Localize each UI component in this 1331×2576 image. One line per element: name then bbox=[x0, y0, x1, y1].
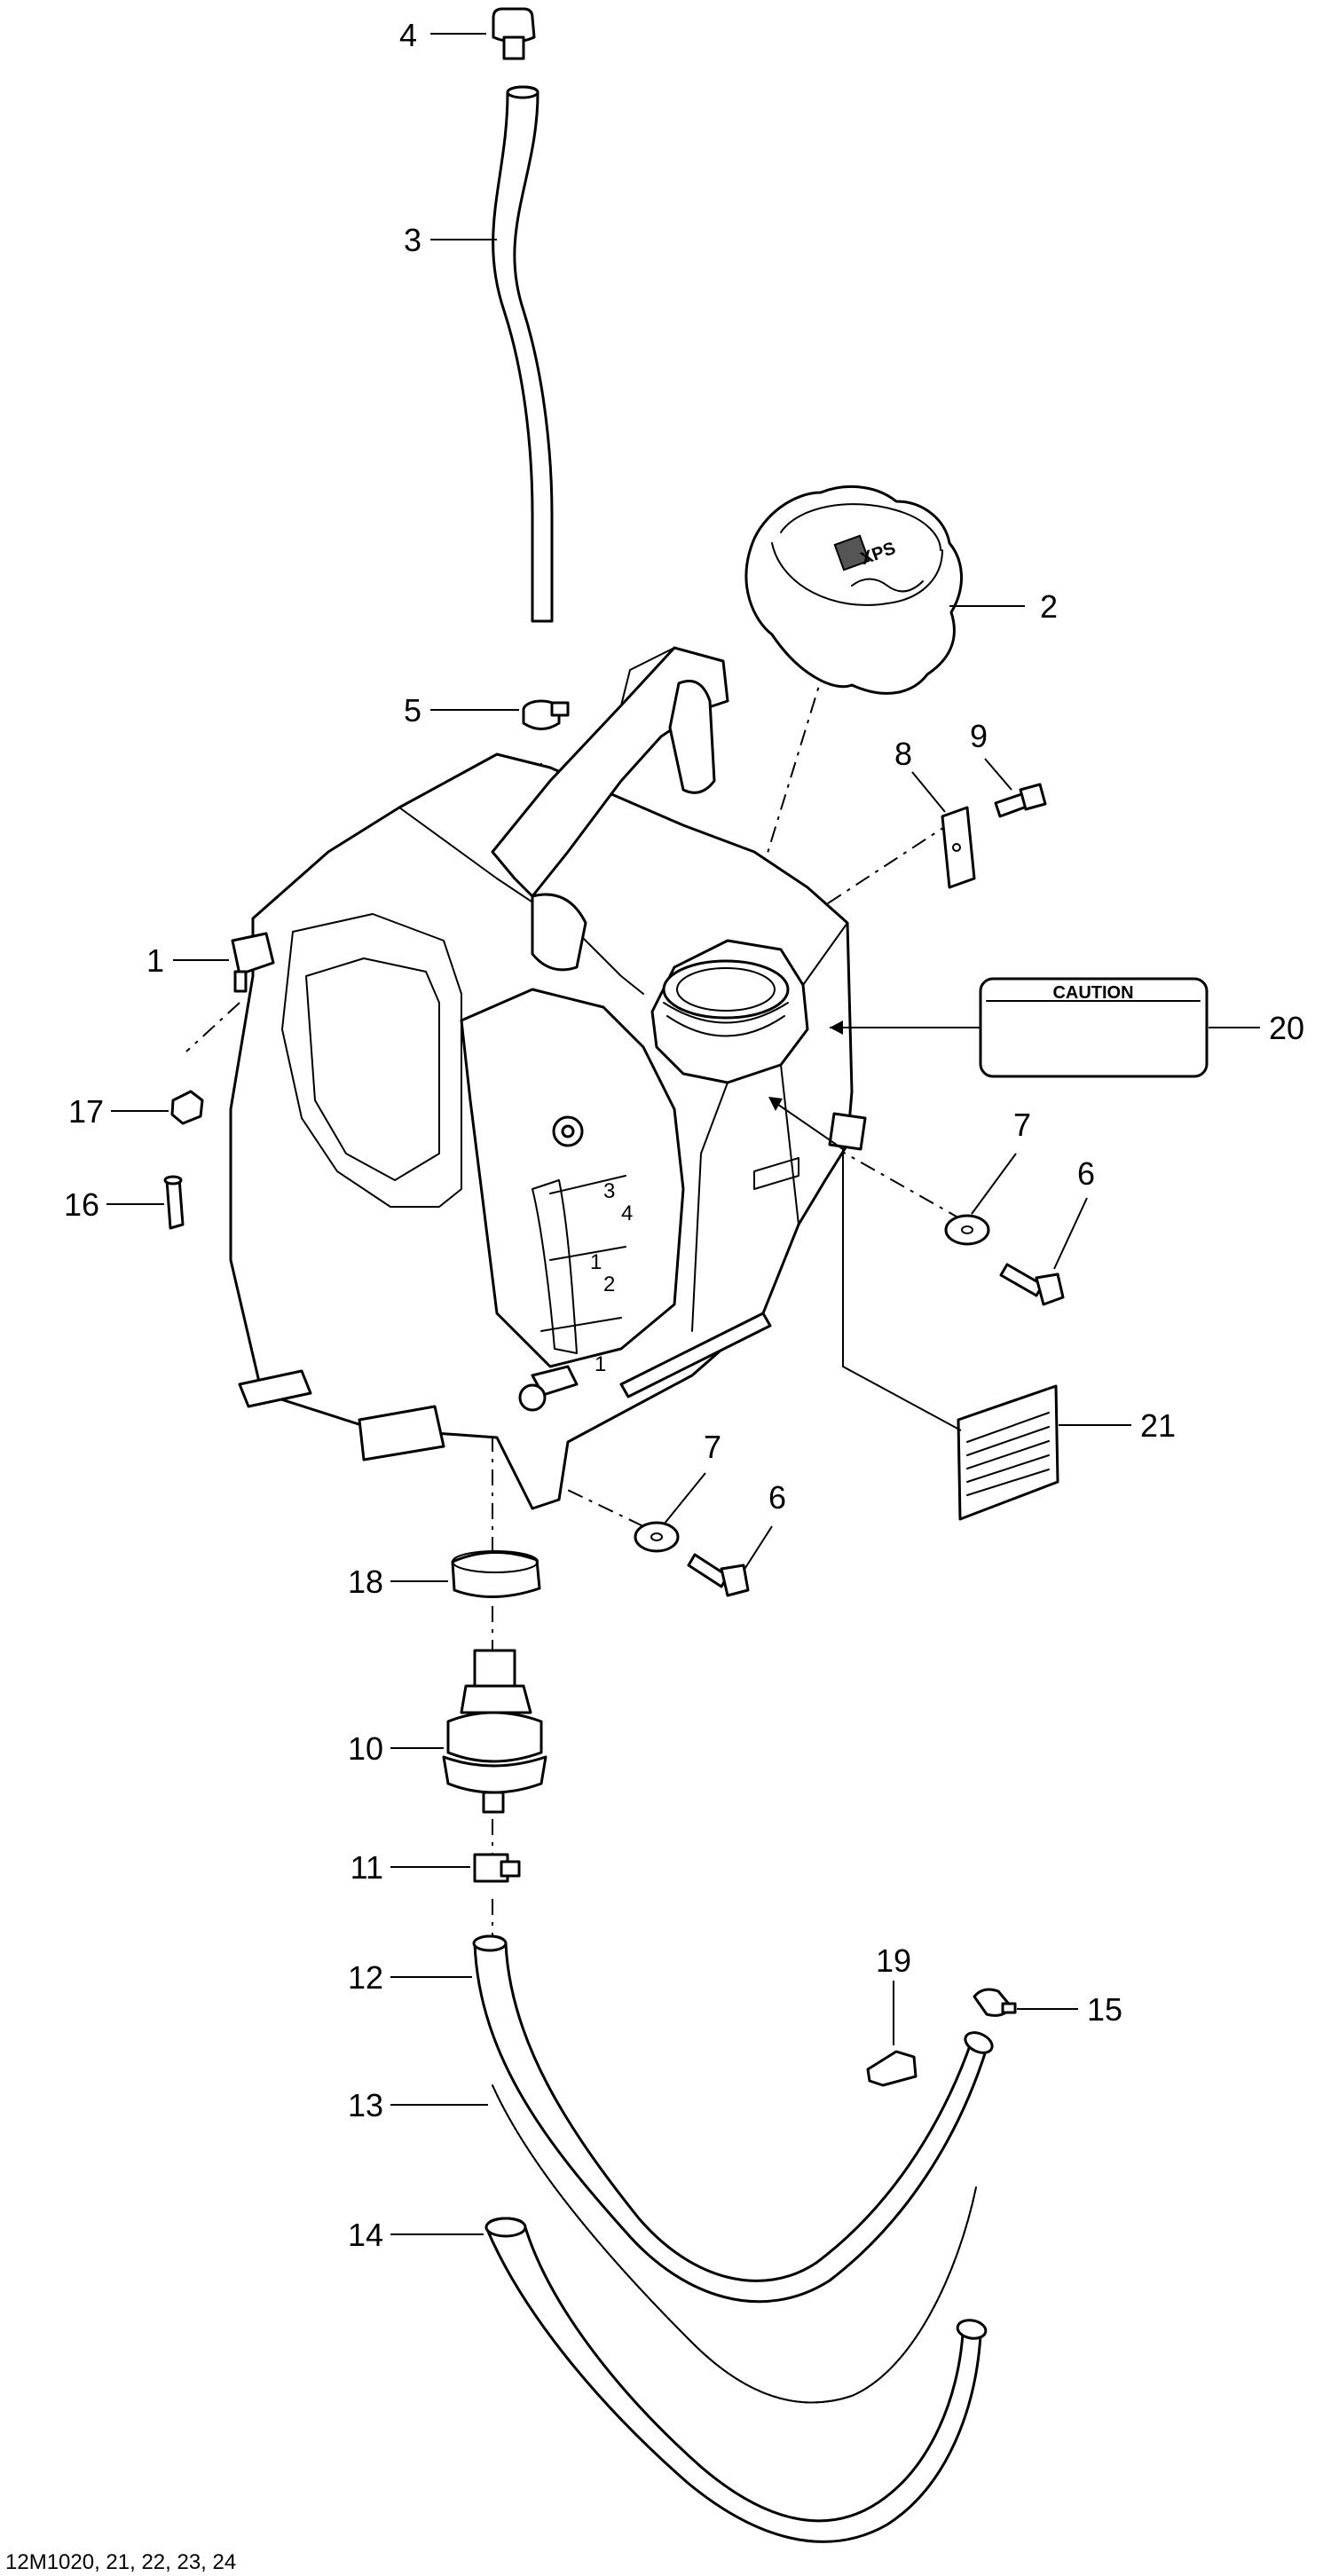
callout-18: 18 bbox=[348, 1564, 383, 1600]
fitting-16-part bbox=[163, 1175, 185, 1230]
callout-16: 16 bbox=[64, 1186, 99, 1223]
clamp-11-part bbox=[473, 1853, 521, 1883]
callout-12: 12 bbox=[348, 1959, 383, 1996]
callout-7-lower: 7 bbox=[704, 1429, 721, 1465]
callout-3: 3 bbox=[404, 222, 421, 258]
valve-10-part bbox=[442, 1649, 547, 1814]
nut-17-part bbox=[170, 1090, 204, 1125]
screw-9-part bbox=[994, 783, 1047, 818]
callout-4: 4 bbox=[399, 17, 417, 53]
warning-label-part bbox=[957, 1384, 1059, 1521]
vent-hose-part bbox=[492, 85, 554, 623]
callout-8: 8 bbox=[894, 736, 912, 772]
plate-8-part bbox=[941, 806, 976, 889]
callout-1: 1 bbox=[146, 942, 164, 979]
callout-19: 19 bbox=[876, 1942, 911, 1979]
hose-12-part bbox=[472, 1934, 994, 2304]
washer-7-lower-part bbox=[634, 1521, 680, 1553]
oil-tank-part: 3 4 1 2 1 bbox=[229, 646, 867, 1510]
callout-2: 2 bbox=[1040, 588, 1058, 625]
callout-10: 10 bbox=[348, 1730, 383, 1767]
callout-13: 13 bbox=[348, 2087, 383, 2123]
bolt-6-upper-part bbox=[999, 1263, 1065, 1306]
svg-text:1: 1 bbox=[590, 1250, 602, 1274]
callout-11: 11 bbox=[350, 1849, 383, 1886]
callout-5: 5 bbox=[404, 692, 421, 729]
clip-19-part bbox=[866, 2050, 918, 2087]
callout-6-upper: 6 bbox=[1077, 1155, 1095, 1192]
clamp-ring-18-part bbox=[451, 1550, 541, 1598]
drawing-reference: 12M1020, 21, 22, 23, 24 bbox=[5, 2550, 236, 2574]
callout-9: 9 bbox=[970, 718, 988, 754]
svg-text:2: 2 bbox=[603, 1272, 615, 1296]
callout-7-upper: 7 bbox=[1013, 1107, 1031, 1143]
filler-cap-part: XPS bbox=[744, 484, 963, 695]
callout-labels: 4 3 2 5 8 9 1 20 17 7 6 16 21 7 6 18 10 … bbox=[64, 17, 1304, 2253]
spring-13-part bbox=[492, 2084, 977, 2404]
leader-lines bbox=[106, 33, 1260, 2235]
clamp-5-part bbox=[522, 699, 570, 730]
svg-text:4: 4 bbox=[621, 1201, 633, 1225]
caution-label-part: CAUTION bbox=[979, 977, 1209, 1078]
callout-17: 17 bbox=[68, 1093, 104, 1130]
vent-fitting-part bbox=[492, 7, 536, 60]
callout-15: 15 bbox=[1087, 1991, 1122, 2028]
callout-20: 20 bbox=[1269, 1010, 1304, 1046]
hose-14-part bbox=[484, 2217, 988, 2543]
svg-text:3: 3 bbox=[603, 1179, 615, 1203]
callout-6-lower: 6 bbox=[768, 1479, 786, 1516]
clamp-15-part bbox=[973, 1988, 1017, 2017]
bolt-6-lower-part bbox=[687, 1553, 750, 1597]
callout-21: 21 bbox=[1140, 1407, 1176, 1444]
washer-7-upper-part bbox=[944, 1214, 990, 1246]
svg-text:1: 1 bbox=[595, 1352, 606, 1376]
caution-label-text: CAUTION bbox=[1052, 983, 1133, 1003]
arrows bbox=[768, 1020, 843, 1111]
callout-14: 14 bbox=[348, 2217, 383, 2253]
